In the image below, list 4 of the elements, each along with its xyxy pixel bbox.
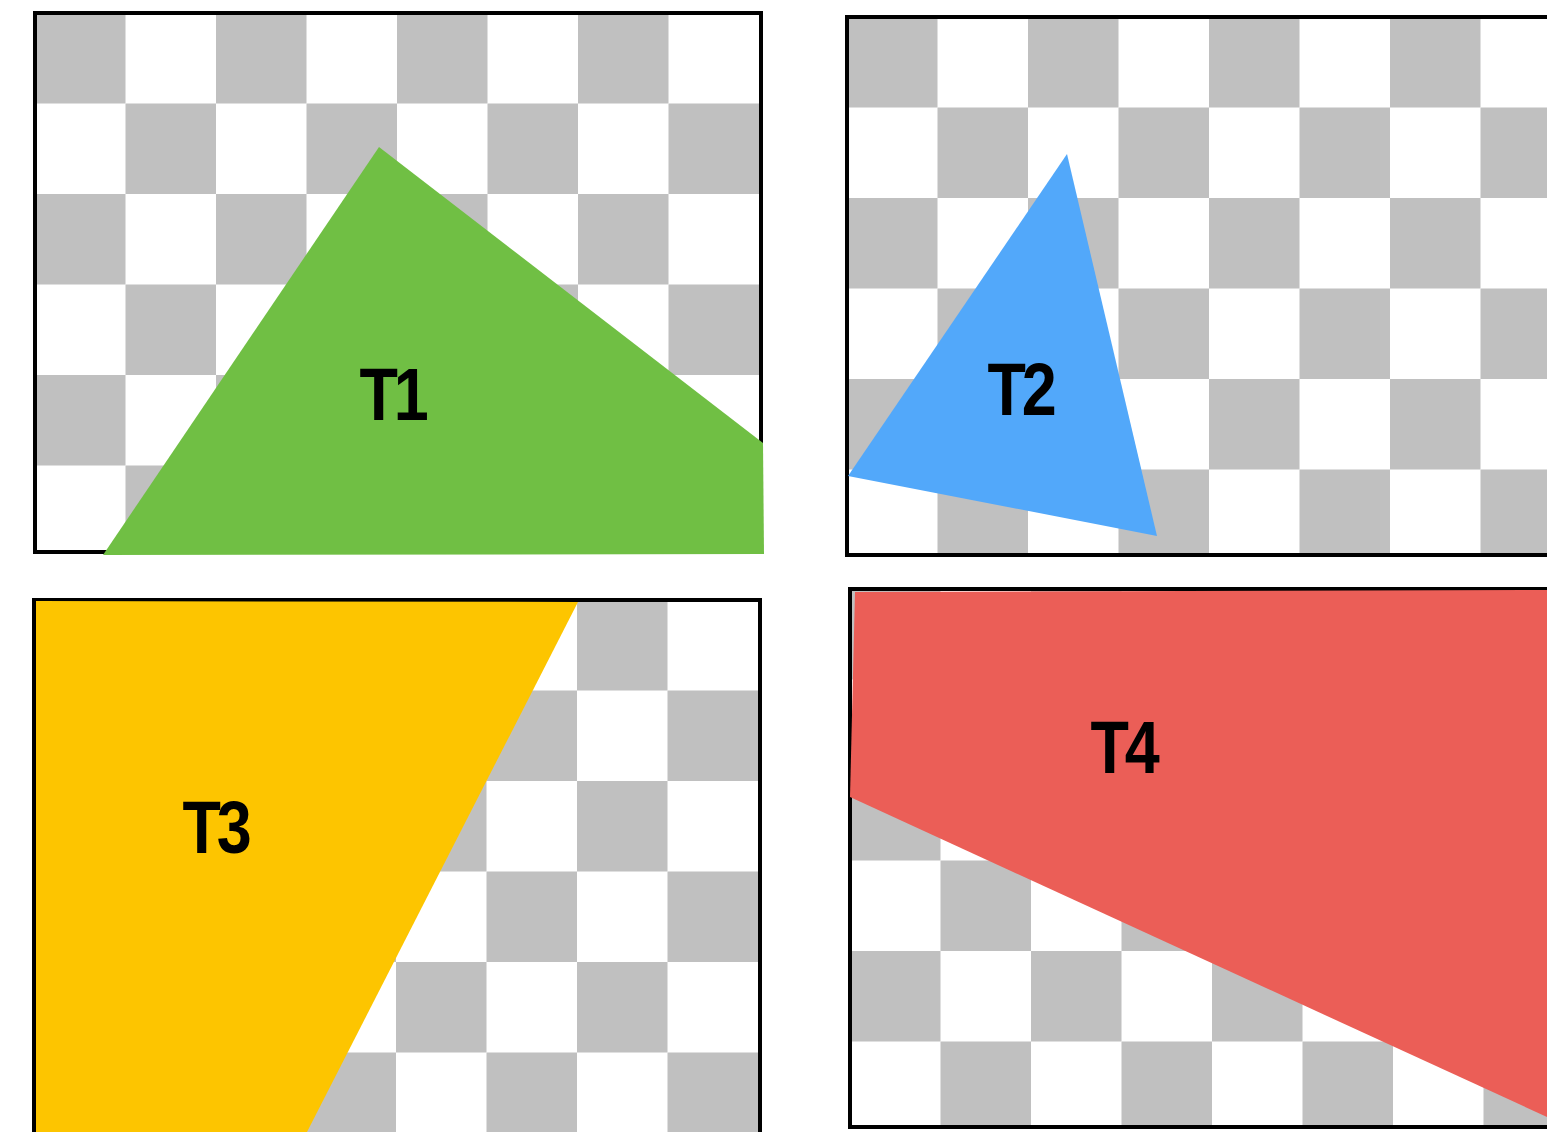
shape-label: T3 bbox=[182, 791, 248, 865]
shape-label: T2 bbox=[987, 353, 1053, 427]
shape-label: T4 bbox=[1090, 711, 1156, 785]
shape-label: T1 bbox=[359, 358, 425, 432]
